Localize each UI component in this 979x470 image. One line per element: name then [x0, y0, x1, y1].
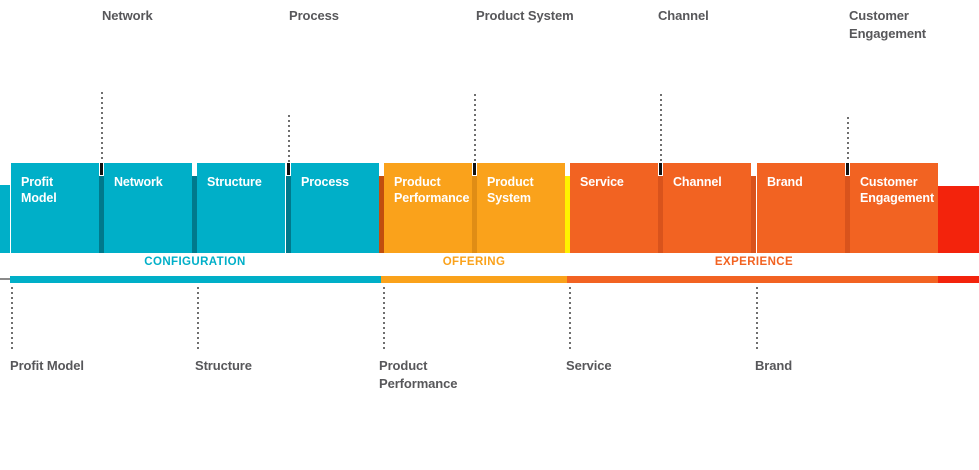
block-network: Network — [104, 163, 192, 253]
left-edge-spectrum-strip — [0, 185, 10, 253]
block-channel: Channel — [663, 163, 751, 253]
category-label-configuration: CONFIGURATION — [144, 256, 246, 268]
top-label-channel: Channel — [658, 8, 709, 23]
bottom-label-brand: Brand — [755, 358, 793, 373]
bottom-label-service: Service — [566, 358, 612, 373]
block-product-system: Product System — [477, 163, 565, 253]
block-structure: Structure — [197, 163, 285, 253]
connector-tick-product-system — [473, 163, 476, 175]
bottom-label-profit-model: Profit Model — [10, 358, 84, 373]
bottom-connector-line-brand — [756, 287, 758, 352]
top-connector-line-channel — [660, 94, 662, 162]
bottom-connector-line-product-performance — [383, 287, 385, 352]
bottom-connector-line-profit-model — [11, 287, 13, 352]
gap-strip-3 — [286, 176, 291, 253]
category-label-experience: EXPERIENCE — [714, 256, 794, 268]
top-label-customer-engagement: Customer Engagement — [849, 8, 927, 41]
bar-left-stub-line — [0, 278, 10, 280]
block-process: Process — [291, 163, 379, 253]
gap-strip-4 — [379, 176, 384, 253]
connector-tick-process — [287, 163, 290, 175]
connector-tick-channel — [659, 163, 662, 175]
gap-strip-yellow-divider — [565, 176, 570, 253]
top-connector-line-network — [101, 92, 103, 162]
top-label-process: Process — [289, 8, 339, 23]
block-customer-engagement: Customer Engagement — [850, 163, 938, 253]
bottom-connector-line-structure — [197, 287, 199, 352]
gap-strip-2 — [192, 176, 197, 253]
right-edge-spectrum-strip — [938, 186, 979, 253]
connector-tick-network — [100, 163, 103, 175]
bar-segment-experience — [567, 276, 938, 283]
top-connector-line-process — [288, 115, 290, 162]
block-product-performance: Product Performance — [384, 163, 472, 253]
gap-strip-8 — [751, 176, 756, 253]
bar-segment-offering — [381, 276, 567, 283]
top-label-product-system: Product System — [476, 8, 574, 23]
top-connector-line-customer-engagement — [847, 117, 849, 162]
bottom-label-product-performance: Product Performance — [379, 358, 458, 391]
bar-segment-configuration — [10, 276, 381, 283]
block-brand: Brand — [757, 163, 845, 253]
gap-strip-9 — [845, 176, 850, 253]
connector-tick-customer-engagement — [846, 163, 849, 175]
top-connector-line-product-system — [474, 94, 476, 162]
bottom-label-structure: Structure — [195, 358, 252, 373]
top-label-network: Network — [102, 8, 153, 23]
gap-strip-5 — [472, 176, 477, 253]
bar-segment-red-cap — [938, 276, 979, 283]
block-profit-model: Profit Model — [11, 163, 99, 253]
bottom-connector-line-service — [569, 287, 571, 352]
block-service: Service — [570, 163, 658, 253]
gap-strip-7 — [658, 176, 663, 253]
gap-strip-1 — [99, 176, 104, 253]
category-label-offering: OFFERING — [442, 256, 506, 268]
